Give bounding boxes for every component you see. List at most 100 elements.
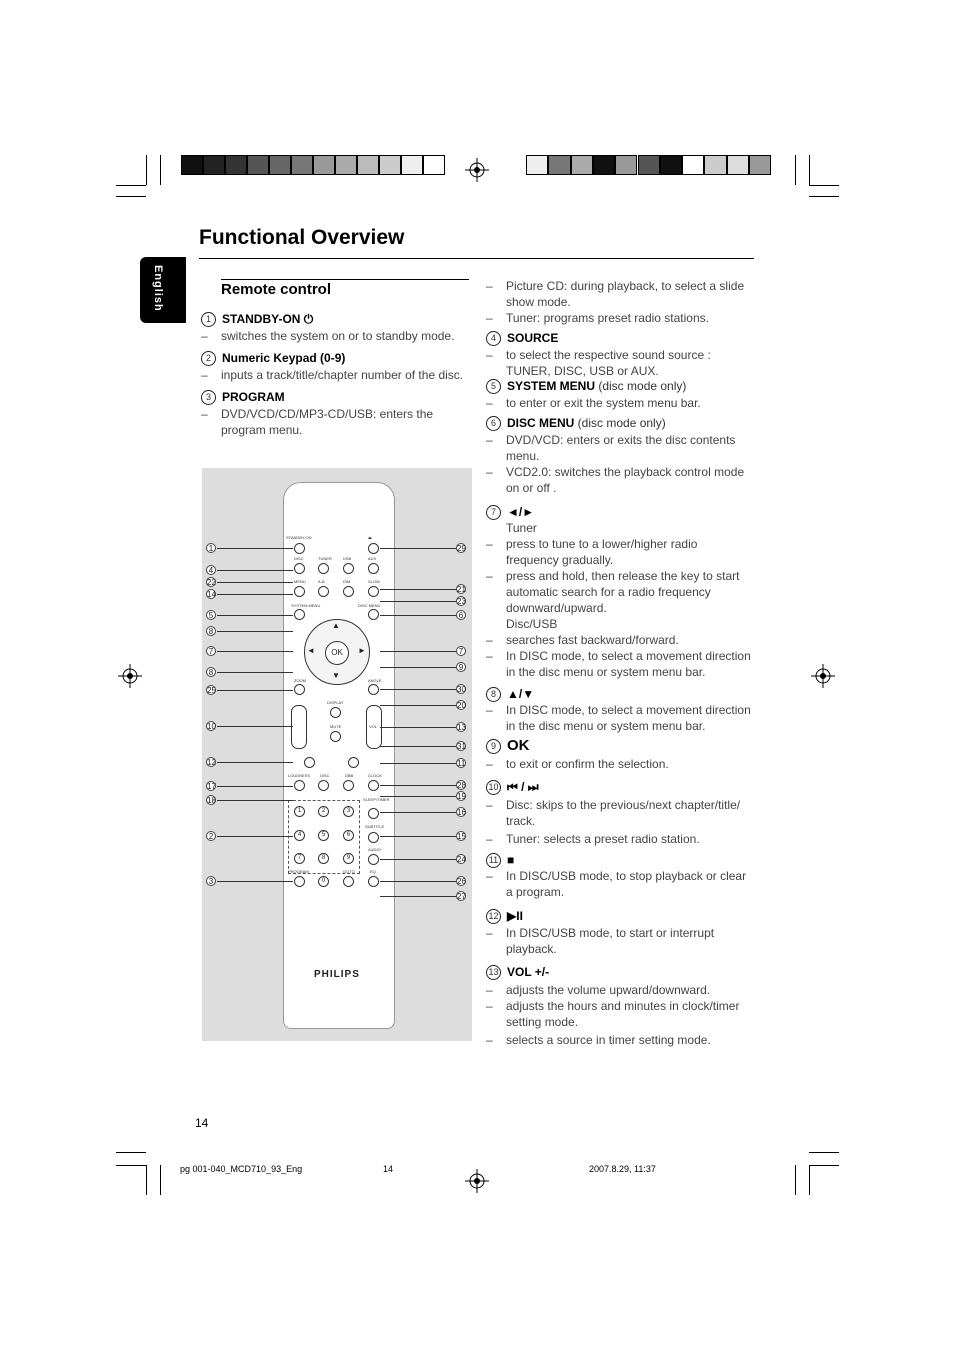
- callout-number: 2: [206, 831, 216, 841]
- play-pause-key: [304, 757, 315, 768]
- callout-number: 23: [456, 596, 466, 606]
- footer-page: 14: [383, 1164, 394, 1174]
- skip-rocker: [291, 705, 307, 749]
- item-number: 1: [201, 312, 216, 327]
- callout-number: 8: [206, 667, 216, 677]
- remote-key-label: ⏏: [368, 535, 372, 540]
- item-sub: Tuner: [506, 521, 537, 535]
- callout-leader: [380, 548, 456, 549]
- disc-key: [318, 780, 329, 791]
- number-key: 5: [318, 830, 329, 841]
- callout-leader: [217, 690, 293, 691]
- item-desc: –to select the respective sound source :…: [486, 347, 746, 379]
- registration-mark-icon: [465, 1169, 489, 1193]
- color-swatch: [203, 155, 225, 175]
- color-swatch: [726, 155, 749, 175]
- menu-row-key: [294, 586, 305, 597]
- item-desc: –Tuner: selects a preset radio station.: [486, 831, 746, 847]
- remote-key-label: SLEEP/TIMER: [363, 797, 390, 802]
- color-swatch: [379, 155, 401, 175]
- desc-line: DVD/VCD: enters or exits the disc conten…: [506, 433, 736, 463]
- section-rule: [221, 279, 469, 280]
- callout-number: 5: [206, 610, 216, 620]
- item-heading: SOURCE: [507, 331, 559, 345]
- number-key: 3: [343, 806, 354, 817]
- callout-leader: [217, 570, 293, 571]
- callout-number: 11: [456, 758, 466, 768]
- number-key: 0: [318, 876, 329, 887]
- remote-key-label: LOUDNESS: [288, 773, 311, 778]
- callout-number: 8: [206, 626, 216, 636]
- desc-line: to enter or exit the system menu bar.: [506, 396, 701, 410]
- desc-line: selects a source in timer setting mode.: [506, 1033, 711, 1047]
- sleep-key: [368, 808, 379, 819]
- standby-key: [294, 543, 305, 554]
- number-key: 8: [318, 853, 329, 864]
- zoom-key: [294, 684, 305, 695]
- item-number: 3: [201, 390, 216, 405]
- source-key: [318, 563, 329, 574]
- callout-number: 12: [206, 757, 216, 767]
- callout-leader: [217, 631, 293, 632]
- remote-key-label: DISC: [320, 773, 330, 778]
- crop-mark: [809, 185, 839, 186]
- remote-key-label: SYSTEM MENU: [291, 603, 321, 608]
- item-note: (disc mode only): [574, 416, 666, 430]
- desc-line: press to tune to a lower/higher radio fr…: [506, 537, 698, 567]
- callout-leader: [380, 746, 456, 747]
- callout-number: 10: [206, 721, 216, 731]
- disc-menu-key: [368, 609, 379, 620]
- callout-leader: [380, 812, 456, 813]
- callout-leader: [380, 881, 456, 882]
- item-heading: PROGRAM: [222, 390, 285, 404]
- callout-number: 27: [456, 891, 466, 901]
- keypad-frame: [288, 800, 360, 874]
- callout-number: 3: [206, 876, 216, 886]
- item-heading: OK: [507, 737, 530, 754]
- up-arrow-icon: ▲: [332, 621, 340, 630]
- callout-number: 7: [456, 646, 466, 656]
- callout-leader: [217, 786, 293, 787]
- item-skip: 10⏮ / ⏭: [486, 779, 539, 795]
- remote-key-label: SUBTITLE: [365, 824, 385, 829]
- color-swatch: [313, 155, 335, 175]
- item-desc: –adjusts the volume upward/downward.: [486, 982, 746, 998]
- callout-leader: [380, 615, 456, 616]
- brand-logo: PHILIPS: [314, 969, 360, 980]
- callout-leader: [217, 594, 293, 595]
- desc-line: adjusts the hours and minutes in clock/t…: [506, 999, 740, 1029]
- remote-key-label: DISPLAY: [327, 700, 344, 705]
- item-heading: ■: [507, 853, 515, 867]
- item-desc: –inputs a track/title/chapter number of …: [201, 367, 471, 383]
- callout-number: 15: [456, 831, 466, 841]
- left-arrow-icon: ◄: [307, 646, 315, 655]
- item-desc: –switches the system on or to standby mo…: [201, 328, 471, 344]
- callout-number: 9: [456, 662, 466, 672]
- color-swatch: [247, 155, 269, 175]
- callout-number: 6: [456, 610, 466, 620]
- item-heading: ⏮ / ⏭: [507, 780, 539, 794]
- remote-key-label: TUNER: [318, 556, 332, 561]
- item-desc: –to exit or confirm the selection.: [486, 756, 746, 772]
- desc-line: DVD/VCD/CD/MP3-CD/USB: enters the progra…: [221, 407, 434, 437]
- crop-mark: [809, 196, 839, 197]
- callout-leader: [217, 762, 293, 763]
- desc-line: Disc: skips to the previous/next chapter…: [506, 798, 741, 828]
- remote-key-label: DIM: [343, 579, 351, 584]
- desc-line: VCD2.0: switches the playback control mo…: [506, 465, 745, 495]
- callout-number: 18: [206, 795, 216, 805]
- callout-leader: [217, 672, 293, 673]
- remote-key-label: EQ: [370, 869, 376, 874]
- item-number: 11: [486, 853, 501, 868]
- color-swatch: [423, 155, 445, 175]
- item-desc: –Disc: skips to the previous/next chapte…: [486, 798, 741, 828]
- callout-leader: [217, 726, 293, 727]
- remote-key-label: DBB: [345, 773, 354, 778]
- item-play-pause: 12▶II: [486, 908, 523, 924]
- clock-key: [368, 780, 379, 791]
- callout-number: 22: [206, 577, 216, 587]
- page-title: Functional Overview: [199, 226, 405, 249]
